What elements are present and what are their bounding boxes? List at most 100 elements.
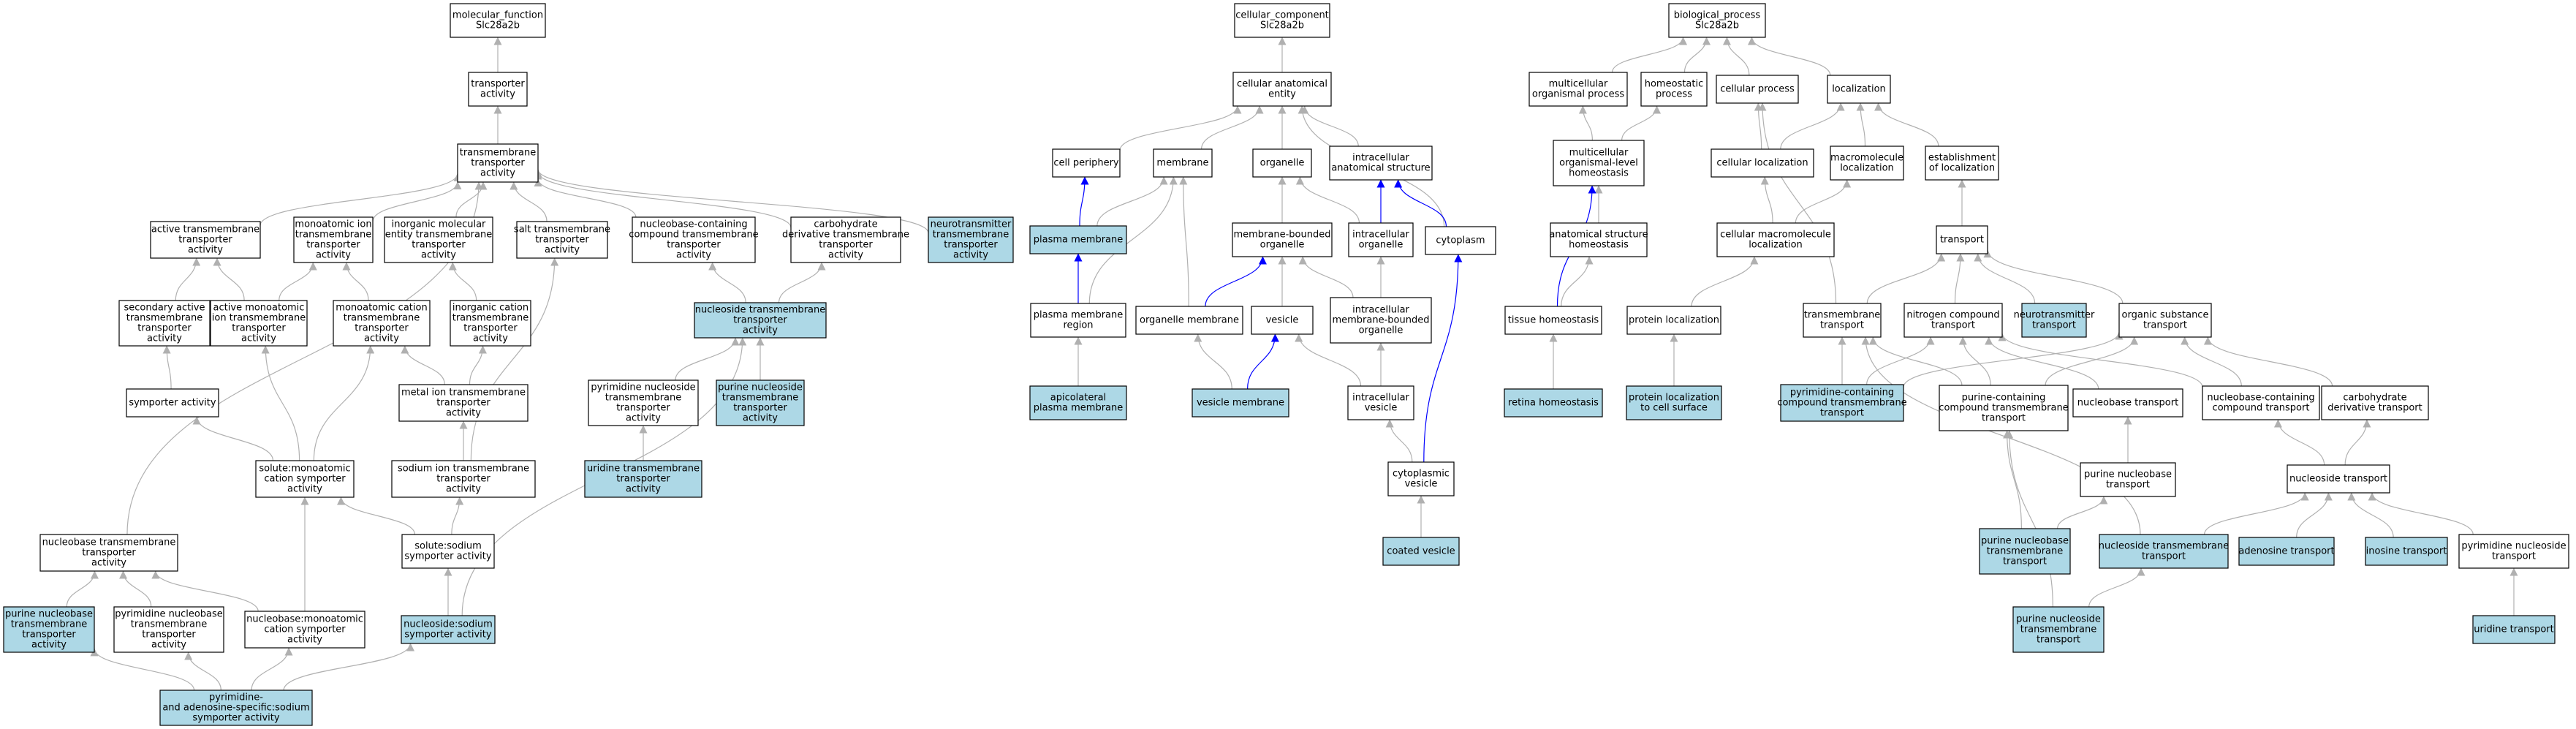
term-node-loc[interactable]: localization	[1827, 75, 1891, 104]
term-node-ves[interactable]: vesicle	[1251, 306, 1314, 335]
term-node-vm[interactable]: vesicle membrane	[1192, 388, 1289, 418]
term-label-line: multicellular	[1549, 79, 1608, 90]
edge-ncct-to-ost	[2181, 336, 2242, 387]
term-node-cyt[interactable]: cytoplasm	[1425, 226, 1496, 255]
edge-sya-to-sata	[162, 345, 172, 390]
term-label-line: transporter	[616, 474, 670, 485]
term-node-mita[interactable]: monoatomic iontransmembranetransporterac…	[293, 216, 374, 263]
term-node-paesa[interactable]: pyrimidine-and adenosine-specific:sodium…	[159, 690, 313, 726]
term-node-int[interactable]: inosine transport	[2365, 537, 2448, 566]
term-node-mcta[interactable]: monoatomic cationtransmembranetransporte…	[333, 300, 431, 347]
term-node-th[interactable]: tissue homeostasis	[1504, 306, 1602, 335]
term-node-ntta[interactable]: neurotransmittertransmembranetransporter…	[928, 216, 1014, 263]
term-node-om[interactable]: organelle membrane	[1135, 306, 1243, 335]
term-label-line: compound transmembrane	[1777, 398, 1906, 409]
term-node-pnsta[interactable]: pyrimidine nucleosidetransmembranetransp…	[588, 379, 699, 426]
term-node-cpr[interactable]: cellular process	[1716, 75, 1799, 104]
term-node-nbt[interactable]: nucleobase transport	[2072, 388, 2183, 418]
term-node-rh[interactable]: retina homeostasis	[1504, 388, 1603, 418]
term-node-sata[interactable]: secondary activetransmembranetransporter…	[118, 300, 211, 347]
edge-puct-to-tmt	[1868, 336, 1963, 386]
term-node-ut[interactable]: uridine transport	[2472, 615, 2556, 644]
term-node-punsta[interactable]: purine nucleosidetransmembranetransporte…	[716, 379, 805, 426]
term-box	[1052, 148, 1121, 178]
term-node-pm[interactable]: plasma membrane	[1029, 225, 1127, 254]
term-node-org[interactable]: organelle	[1252, 148, 1312, 178]
edge-punstt-to-puct	[2005, 430, 2053, 608]
edge-ost-to-tr	[1983, 249, 2124, 304]
term-box	[150, 221, 261, 259]
term-node-mem[interactable]: membrane	[1153, 148, 1213, 178]
term-box	[1903, 303, 2003, 338]
term-box	[333, 300, 431, 347]
term-node-cl[interactable]: cellular localization	[1711, 148, 1814, 178]
term-node-mita2[interactable]: metal ion transmembranetransporteractivi…	[398, 384, 529, 422]
edge-om-to-mem	[1179, 176, 1189, 307]
term-node-sita[interactable]: sodium ion transmembranetransporteractiv…	[391, 460, 536, 498]
term-box	[255, 460, 355, 498]
term-node-cov[interactable]: coated vesicle	[1382, 537, 1460, 566]
term-node-icta[interactable]: inorganic cationtransmembranetransporter…	[450, 300, 531, 347]
term-node-nbta[interactable]: nucleobase transmembranetransporteractiv…	[39, 534, 178, 572]
term-box	[401, 534, 495, 569]
term-node-pl[interactable]: protein localization	[1626, 306, 1721, 335]
term-node-adt[interactable]: adenosine transport	[2238, 537, 2335, 566]
term-node-tr[interactable]: transport	[1936, 225, 1988, 254]
term-node-sya[interactable]: symporter activity	[126, 388, 219, 418]
term-node-nsta[interactable]: nucleoside transmembranetransporteractiv…	[694, 302, 827, 339]
term-node-nst[interactable]: nucleoside transport	[2287, 464, 2390, 494]
term-node-pnbta[interactable]: purine nucleobasetransmembranetransporte…	[3, 606, 95, 653]
term-box	[1030, 303, 1126, 338]
term-label-line: to cell surface	[1640, 403, 1708, 414]
term-node-cp[interactable]: cell periphery	[1052, 148, 1121, 178]
term-box	[118, 300, 211, 347]
term-node-pynbta[interactable]: pyrimidine nucleobasetransmembranetransp…	[113, 606, 224, 653]
